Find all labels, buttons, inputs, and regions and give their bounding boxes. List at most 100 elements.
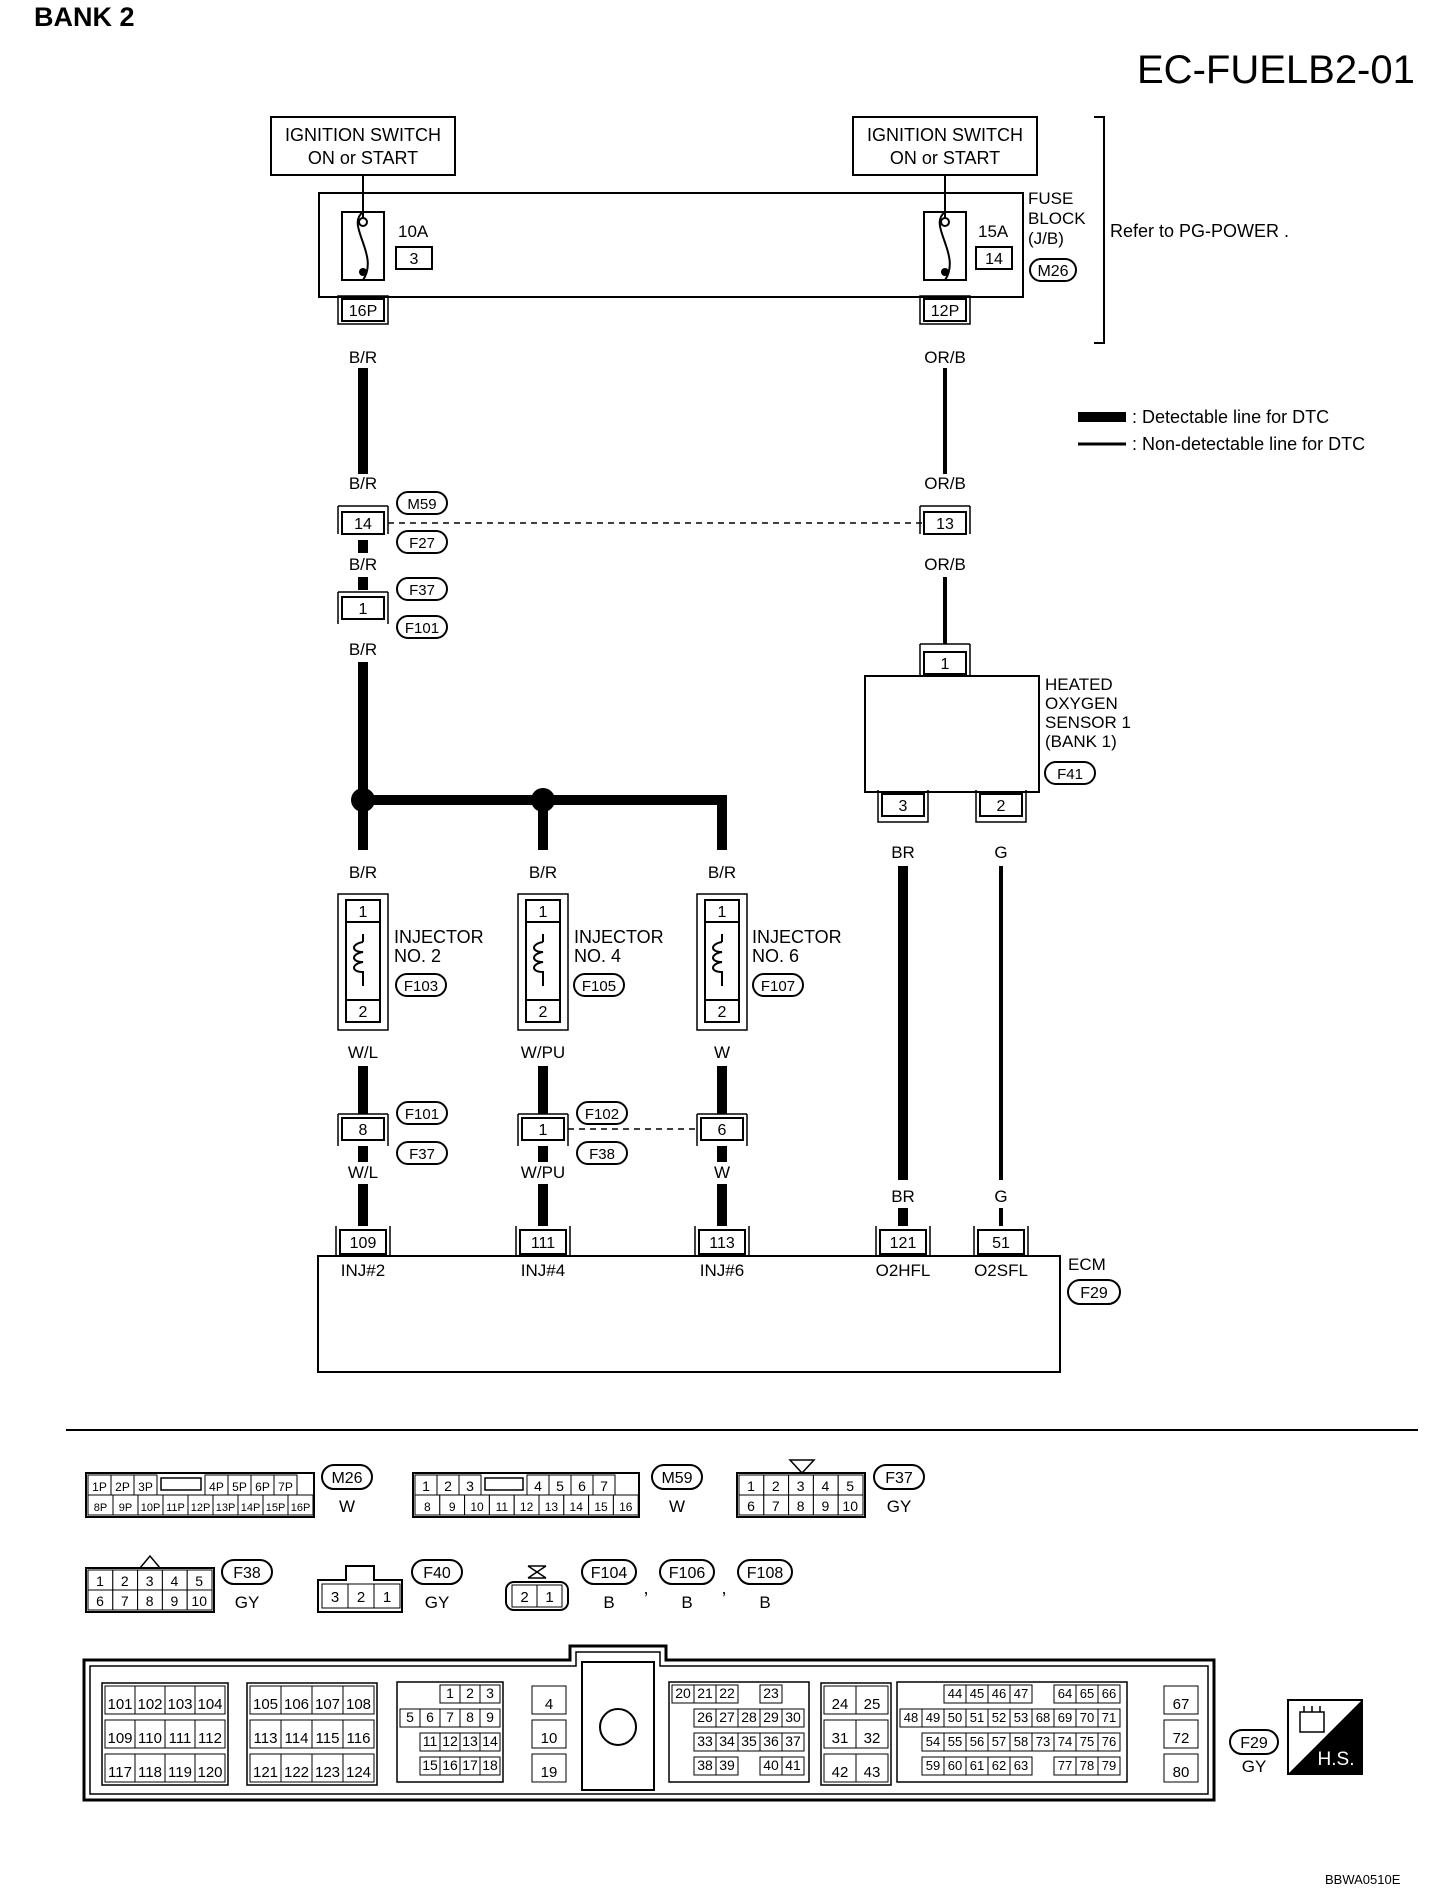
m26-slot [160, 1477, 202, 1491]
ecm-pin: 41 [785, 1757, 801, 1773]
m26-pin: 9P [119, 1502, 132, 1514]
ecm-pin: 69 [1058, 1710, 1072, 1725]
ecm-cell [194, 1719, 226, 1749]
m59-frame [412, 1472, 640, 1518]
m59-pin: 3 [466, 1478, 474, 1494]
ecm-cell [134, 1753, 166, 1783]
ecm-cell [249, 1753, 282, 1783]
ecm-g3-frame [396, 1681, 504, 1783]
fuse-block-label-1: FUSE [1028, 189, 1073, 208]
f37-pin: 5 [846, 1478, 854, 1494]
wire-label-br-3: B/R [349, 555, 377, 574]
ecm-term-inj4: INJ#4 [521, 1261, 565, 1280]
f37-pin: 9 [822, 1498, 830, 1514]
m59-cell [612, 1494, 639, 1516]
f104-key [527, 1565, 547, 1579]
m59-pin: 8 [424, 1500, 431, 1514]
m26-name: M26 [331, 1470, 362, 1487]
ignition-right-line2: ON or START [890, 148, 1000, 168]
ecm-cell [531, 1753, 567, 1783]
injector-no2: 1 2 [337, 893, 389, 1031]
sensor-pin-3: 3 [899, 798, 908, 815]
m59-name-pill [651, 1464, 703, 1490]
m26-pin: 10P [141, 1502, 161, 1514]
m26-pin: 4P [209, 1480, 224, 1494]
f40-name-pill [411, 1559, 463, 1585]
f108-color: B [759, 1593, 770, 1612]
ecm-pin: 2 [466, 1685, 474, 1701]
injector-no6-label-2: NO. 6 [752, 946, 799, 966]
figure-code: BBWA0510E [1325, 1872, 1401, 1887]
m59-pin: 11 [496, 1500, 509, 1514]
f37-pin: 6 [747, 1498, 755, 1514]
f106-color: B [681, 1593, 692, 1612]
wire-label-br-4: B/R [349, 640, 377, 659]
inj4-wire-wpu-1: W/PU [521, 1043, 565, 1062]
ecm-pin: 60 [948, 1758, 962, 1773]
ecm-pin: 56 [970, 1734, 984, 1749]
ecm-pin: 61 [970, 1758, 984, 1773]
page-code: EC-FUELB2-01 [1137, 48, 1415, 92]
sensor-pin-top: 1 [941, 656, 950, 673]
f104-pin: 2 [520, 1589, 528, 1606]
svg-text:1: 1 [539, 904, 548, 921]
ecm-cell [715, 1756, 739, 1776]
ecm-cell [1009, 1684, 1033, 1704]
conn-f38: F38 [589, 1146, 615, 1163]
conn-f101: F101 [405, 620, 439, 637]
ecm-pin: 43 [864, 1764, 881, 1781]
ecm-cell [781, 1732, 805, 1752]
f104-name: F104 [591, 1565, 628, 1582]
f37-pin: 2 [772, 1478, 780, 1494]
m26-pin: 15P [266, 1502, 286, 1514]
conn-f101-b: F101 [405, 1106, 439, 1123]
f38-name-pill [221, 1559, 273, 1585]
m26-pin: 13P [216, 1502, 236, 1514]
ecm-cell [311, 1685, 344, 1715]
ecm-pin: 78 [1080, 1758, 1094, 1773]
ecm-cell [104, 1685, 136, 1715]
ecm-term-o2hfl: O2HFL [876, 1261, 931, 1280]
ecm-pin: 72 [1173, 1730, 1190, 1747]
ecm-pin: 114 [285, 1730, 309, 1747]
f38-pin: 1 [96, 1573, 104, 1589]
fuse-block-label-2: BLOCK [1028, 209, 1086, 228]
f40-frame [317, 1565, 403, 1613]
m26-pin: 8P [94, 1502, 107, 1514]
ecm-pin: 4 [545, 1696, 553, 1713]
f40-pin: 3 [331, 1589, 339, 1606]
m59-pin: 4 [534, 1478, 542, 1494]
ecm-pin: 68 [1036, 1710, 1050, 1725]
m26-pin: 5P [232, 1480, 247, 1494]
ecm-pin: 48 [904, 1710, 918, 1725]
ecm-pin: 13 [462, 1733, 478, 1749]
f38-pin: 2 [121, 1573, 129, 1589]
ecm-cell [823, 1685, 857, 1715]
ecm-pin: 63 [1014, 1758, 1028, 1773]
conn-f103: F103 [404, 978, 438, 995]
ecm-pin: 39 [719, 1757, 735, 1773]
ecm-pin: 36 [763, 1733, 779, 1749]
ecm-term-inj2: INJ#2 [341, 1261, 385, 1280]
ecm-cell [342, 1753, 375, 1783]
sensor-label-3: SENSOR 1 [1045, 713, 1131, 732]
ecm-cell [342, 1685, 375, 1715]
ecm-pin: 103 [167, 1696, 192, 1713]
sensor-label-2: OXYGEN [1045, 694, 1118, 713]
ecm-pin: 108 [346, 1696, 371, 1713]
conn-f37: F37 [409, 582, 435, 599]
injector-no6-label-1: INJECTOR [752, 927, 842, 947]
ecm-pin: 52 [992, 1710, 1006, 1725]
ecm-cell [479, 1684, 501, 1704]
ecm-pin: 115 [316, 1730, 340, 1747]
f38-key [139, 1554, 161, 1569]
ecm-pin: 110 [138, 1730, 162, 1747]
ecm-cell [823, 1719, 857, 1749]
ecm-pin: 117 [108, 1764, 132, 1781]
ecm-pin: 51 [970, 1710, 984, 1725]
fuse-block-connector: M26 [1037, 263, 1068, 280]
ecm-pin: 104 [197, 1696, 222, 1713]
f108-name-pill [737, 1559, 793, 1585]
ignition-left-line1: IGNITION SWITCH [285, 125, 441, 145]
